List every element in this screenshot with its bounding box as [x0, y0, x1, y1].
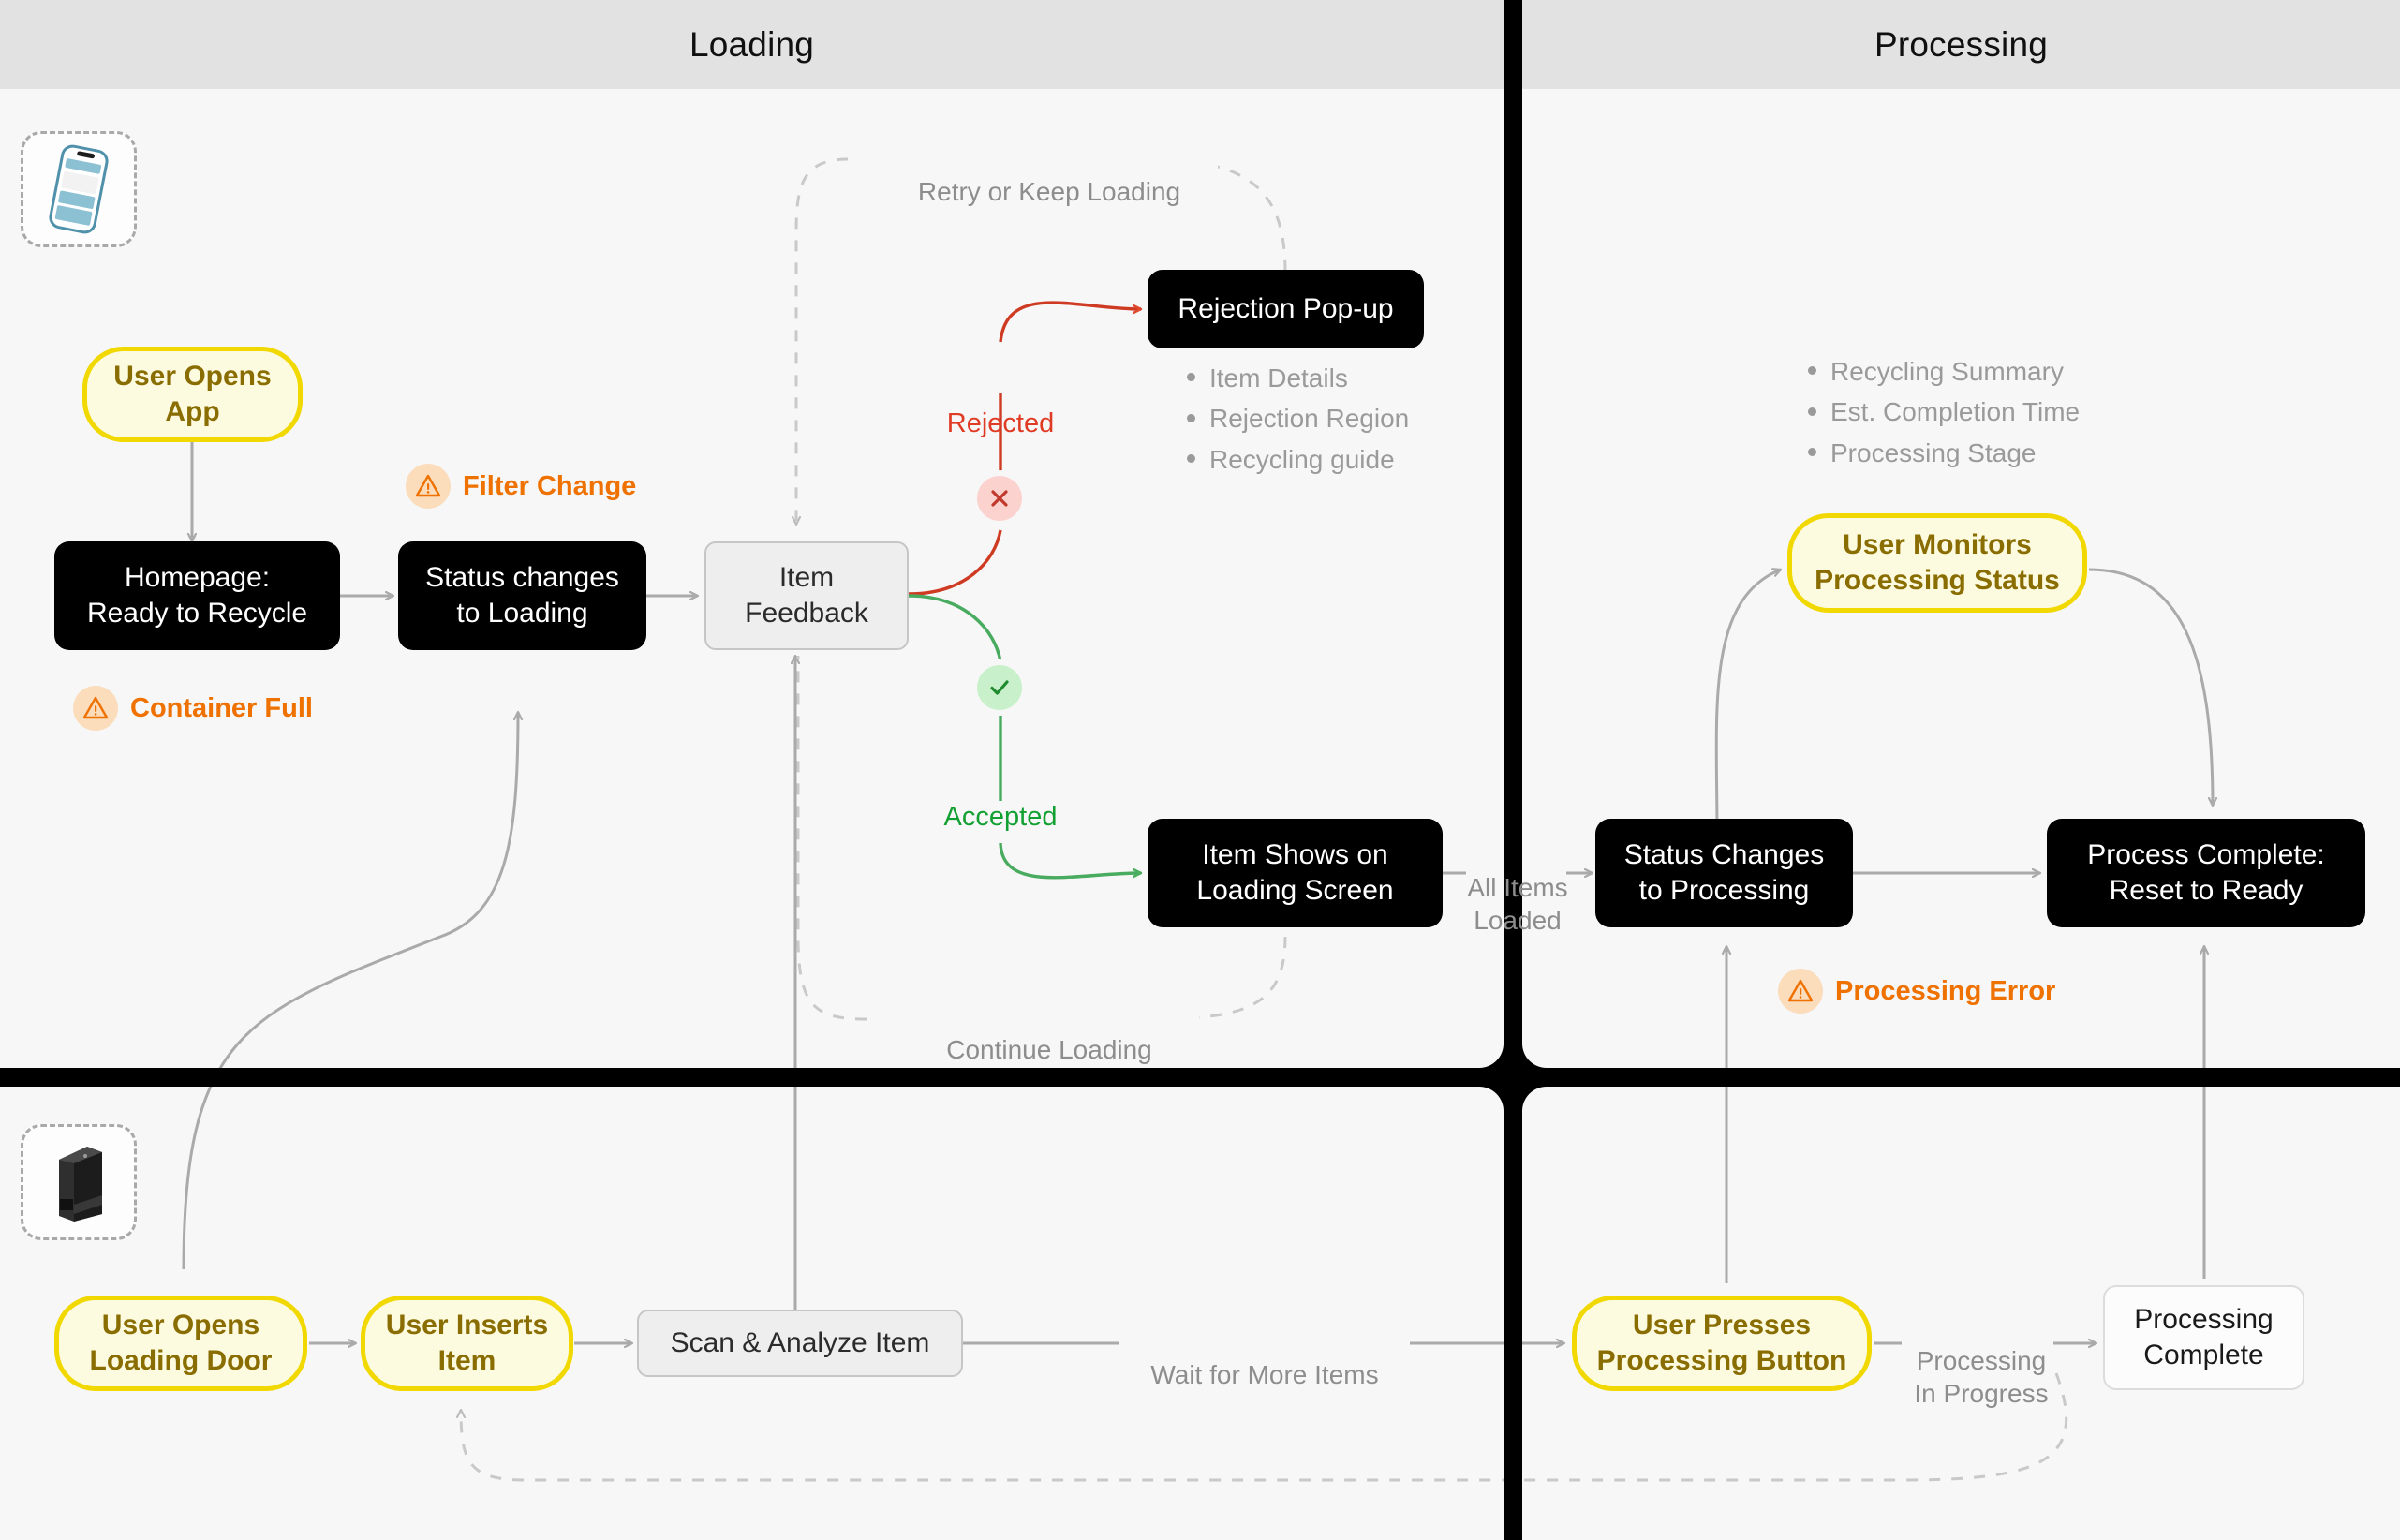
edge-label-accepted: Accepted: [897, 766, 1104, 835]
list-item: Item Details: [1185, 358, 1409, 398]
accept-puck: [977, 665, 1022, 710]
node-label: User Opens Loading Door: [89, 1309, 273, 1376]
alert-container-full[interactable]: Container Full: [73, 686, 313, 731]
alert-processing-error[interactable]: Processing Error: [1778, 969, 2055, 1014]
edge-label-text: Retry or Keep Loading: [917, 177, 1181, 206]
edge-label-text: Continue Loading: [946, 1035, 1152, 1064]
edge-label-rejected: Rejected: [897, 373, 1104, 441]
node-user-monitors-processing-status[interactable]: User Monitors Processing Status: [1787, 513, 2087, 613]
lane-horizontal-divider: [0, 1068, 2400, 1087]
node-label: User Presses Processing Button: [1596, 1309, 1847, 1376]
reject-puck: [977, 476, 1022, 521]
node-status-changes-to-processing[interactable]: Status Changes to Processing: [1595, 819, 1853, 927]
edge-label-retry-or-keep-loading: Retry or Keep Loading: [881, 142, 1218, 208]
list-item: Est. Completion Time: [1806, 392, 2080, 432]
warning-triangle-icon: [406, 464, 451, 509]
node-label: Homepage: Ready to Recycle: [86, 561, 308, 629]
lane-vertical-divider: [1504, 0, 1522, 1540]
lane-loading-title: Loading: [689, 24, 815, 64]
node-label: User Inserts Item: [385, 1309, 549, 1376]
node-item-feedback[interactable]: Item Feedback: [704, 541, 909, 650]
warning-triangle-icon: [1778, 969, 1823, 1014]
lane-processing-title: Processing: [1874, 24, 2049, 64]
node-label: Process Complete: Reset to Ready: [2087, 838, 2325, 906]
node-process-complete-reset[interactable]: Process Complete: Reset to Ready: [2047, 819, 2365, 927]
node-label: Item Feedback: [745, 561, 868, 629]
list-item: Recycling Summary: [1806, 351, 2080, 392]
alert-label: Filter Change: [463, 470, 637, 501]
processing-status-details: Recycling Summary Est. Completion Time P…: [1806, 351, 2080, 473]
node-item-shows-on-loading-screen[interactable]: Item Shows on Loading Screen: [1148, 819, 1443, 927]
edge-label-text: Processing In Progress: [1914, 1346, 2049, 1408]
node-label: Rejection Pop-up: [1178, 292, 1394, 324]
mobile-phone-icon: [49, 144, 109, 234]
node-label: Status Changes to Processing: [1623, 838, 1825, 906]
node-label: User Monitors Processing Status: [1815, 528, 2060, 596]
phone-actor: [21, 131, 137, 247]
lane-loading-header: Loading: [0, 0, 1504, 89]
edge-label-text: Accepted: [943, 802, 1058, 833]
rejection-popup-details: Item Details Rejection Region Recycling …: [1185, 358, 1409, 480]
node-user-presses-processing-button[interactable]: User Presses Processing Button: [1572, 1296, 1872, 1391]
cross-icon: [991, 490, 1008, 507]
node-rejection-popup[interactable]: Rejection Pop-up: [1148, 270, 1424, 348]
node-label: Scan & Analyze Item: [670, 1326, 930, 1358]
node-user-inserts-item[interactable]: User Inserts Item: [361, 1296, 573, 1391]
edge-label-continue-loading: Continue Loading: [899, 1000, 1199, 1066]
node-status-changes-to-loading[interactable]: Status changes to Loading: [398, 541, 646, 650]
edge-label-text: Rejected: [946, 408, 1055, 439]
edge-label-all-items-loaded: All Items Loaded: [1447, 838, 1588, 937]
alert-filter-change[interactable]: Filter Change: [406, 464, 636, 509]
recycling-machine-icon: [59, 1147, 102, 1222]
node-processing-complete[interactable]: Processing Complete: [2103, 1285, 2304, 1390]
list-item: Recycling guide: [1185, 439, 1409, 480]
alert-label: Processing Error: [1835, 975, 2056, 1006]
warning-triangle-icon: [73, 686, 118, 731]
machine-actor: [21, 1124, 137, 1240]
node-label: Processing Complete: [2134, 1303, 2274, 1370]
check-icon: [990, 680, 1009, 695]
edge-label-text: All Items Loaded: [1467, 873, 1568, 935]
edge-label-wait-for-more-items: Wait for More Items: [1119, 1325, 1410, 1391]
node-user-opens-app[interactable]: User Opens App: [82, 347, 303, 442]
alert-label: Container Full: [130, 692, 313, 723]
node-homepage-ready[interactable]: Homepage: Ready to Recycle: [54, 541, 340, 650]
edge-label-processing-in-progress: Processing In Progress: [1902, 1311, 2061, 1410]
edge-label-text: Wait for More Items: [1150, 1360, 1379, 1389]
list-item: Rejection Region: [1185, 398, 1409, 438]
node-label: Status changes to Loading: [425, 561, 619, 629]
lane-processing-header: Processing: [1522, 0, 2400, 89]
node-user-opens-loading-door[interactable]: User Opens Loading Door: [54, 1296, 307, 1391]
node-label: Item Shows on Loading Screen: [1196, 838, 1394, 906]
list-item: Processing Stage: [1806, 433, 2080, 473]
node-scan-analyze-item[interactable]: Scan & Analyze Item: [637, 1310, 963, 1377]
node-label: User Opens App: [113, 360, 272, 427]
